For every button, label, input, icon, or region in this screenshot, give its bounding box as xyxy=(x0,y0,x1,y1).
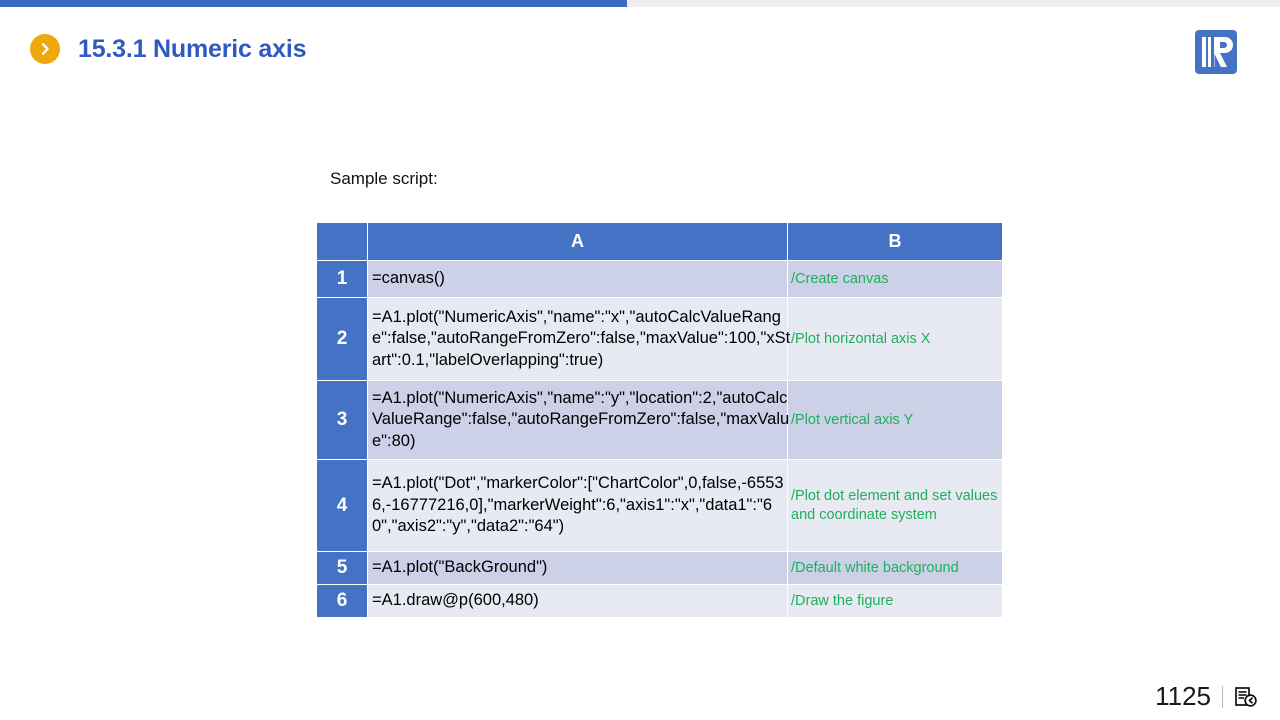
column-header-a: A xyxy=(367,222,788,261)
cell-b[interactable]: /Plot horizontal axis X xyxy=(787,297,1003,381)
cell-a[interactable]: =A1.plot("NumericAxis","name":"x","autoC… xyxy=(367,297,790,381)
cell-b[interactable]: /Draw the figure xyxy=(787,584,1003,618)
slide-header: 15.3.1 Numeric axis xyxy=(30,34,306,64)
cell-b[interactable]: /Create canvas xyxy=(787,260,1003,298)
table-corner-cell xyxy=(316,222,368,261)
cell-b[interactable]: /Default white background xyxy=(787,551,1003,585)
row-number[interactable]: 2 xyxy=(316,297,368,381)
script-table: A B 1 =canvas() /Create canvas 2 =A1.plo… xyxy=(316,222,1003,618)
chevron-right-circle-icon xyxy=(30,34,60,64)
cell-a[interactable]: =A1.plot("BackGround") xyxy=(367,551,788,585)
row-number[interactable]: 6 xyxy=(316,584,368,618)
brand-r-logo xyxy=(1194,29,1238,75)
page-number: 1125 xyxy=(1155,681,1211,711)
table-row: 5 =A1.plot("BackGround") /Default white … xyxy=(316,551,1003,585)
row-number[interactable]: 4 xyxy=(316,459,368,552)
table-row: 4 =A1.plot("Dot","markerColor":["ChartCo… xyxy=(316,459,1003,552)
column-header-b: B xyxy=(787,222,1003,261)
cell-a[interactable]: =A1.draw@p(600,480) xyxy=(367,584,788,618)
table-row: 2 =A1.plot("NumericAxis","name":"x","aut… xyxy=(316,297,1003,381)
row-number[interactable]: 5 xyxy=(316,551,368,585)
cell-b[interactable]: /Plot vertical axis Y xyxy=(787,380,1003,460)
progress-bar-fill xyxy=(0,0,628,7)
footer-divider xyxy=(1222,685,1223,708)
slide-footer: 1125 xyxy=(1155,681,1258,712)
table-row: 6 =A1.draw@p(600,480) /Draw the figure xyxy=(316,584,1003,618)
cell-b[interactable]: /Plot dot element and set values and coo… xyxy=(787,459,1003,552)
cell-a[interactable]: =canvas() xyxy=(367,260,788,298)
cell-a[interactable]: =A1.plot("NumericAxis","name":"y","locat… xyxy=(367,380,789,460)
table-row: 3 =A1.plot("NumericAxis","name":"y","loc… xyxy=(316,380,1003,460)
row-number[interactable]: 1 xyxy=(316,260,368,298)
progress-bar-track[interactable] xyxy=(0,0,1280,7)
row-number[interactable]: 3 xyxy=(316,380,368,460)
document-back-icon[interactable] xyxy=(1234,685,1258,709)
table-row: 1 =canvas() /Create canvas xyxy=(316,260,1003,298)
cell-a[interactable]: =A1.plot("Dot","markerColor":["ChartColo… xyxy=(367,459,788,552)
table-header-row: A B xyxy=(316,222,1003,261)
sample-script-label: Sample script: xyxy=(330,169,438,188)
page-title: 15.3.1 Numeric axis xyxy=(78,34,307,63)
